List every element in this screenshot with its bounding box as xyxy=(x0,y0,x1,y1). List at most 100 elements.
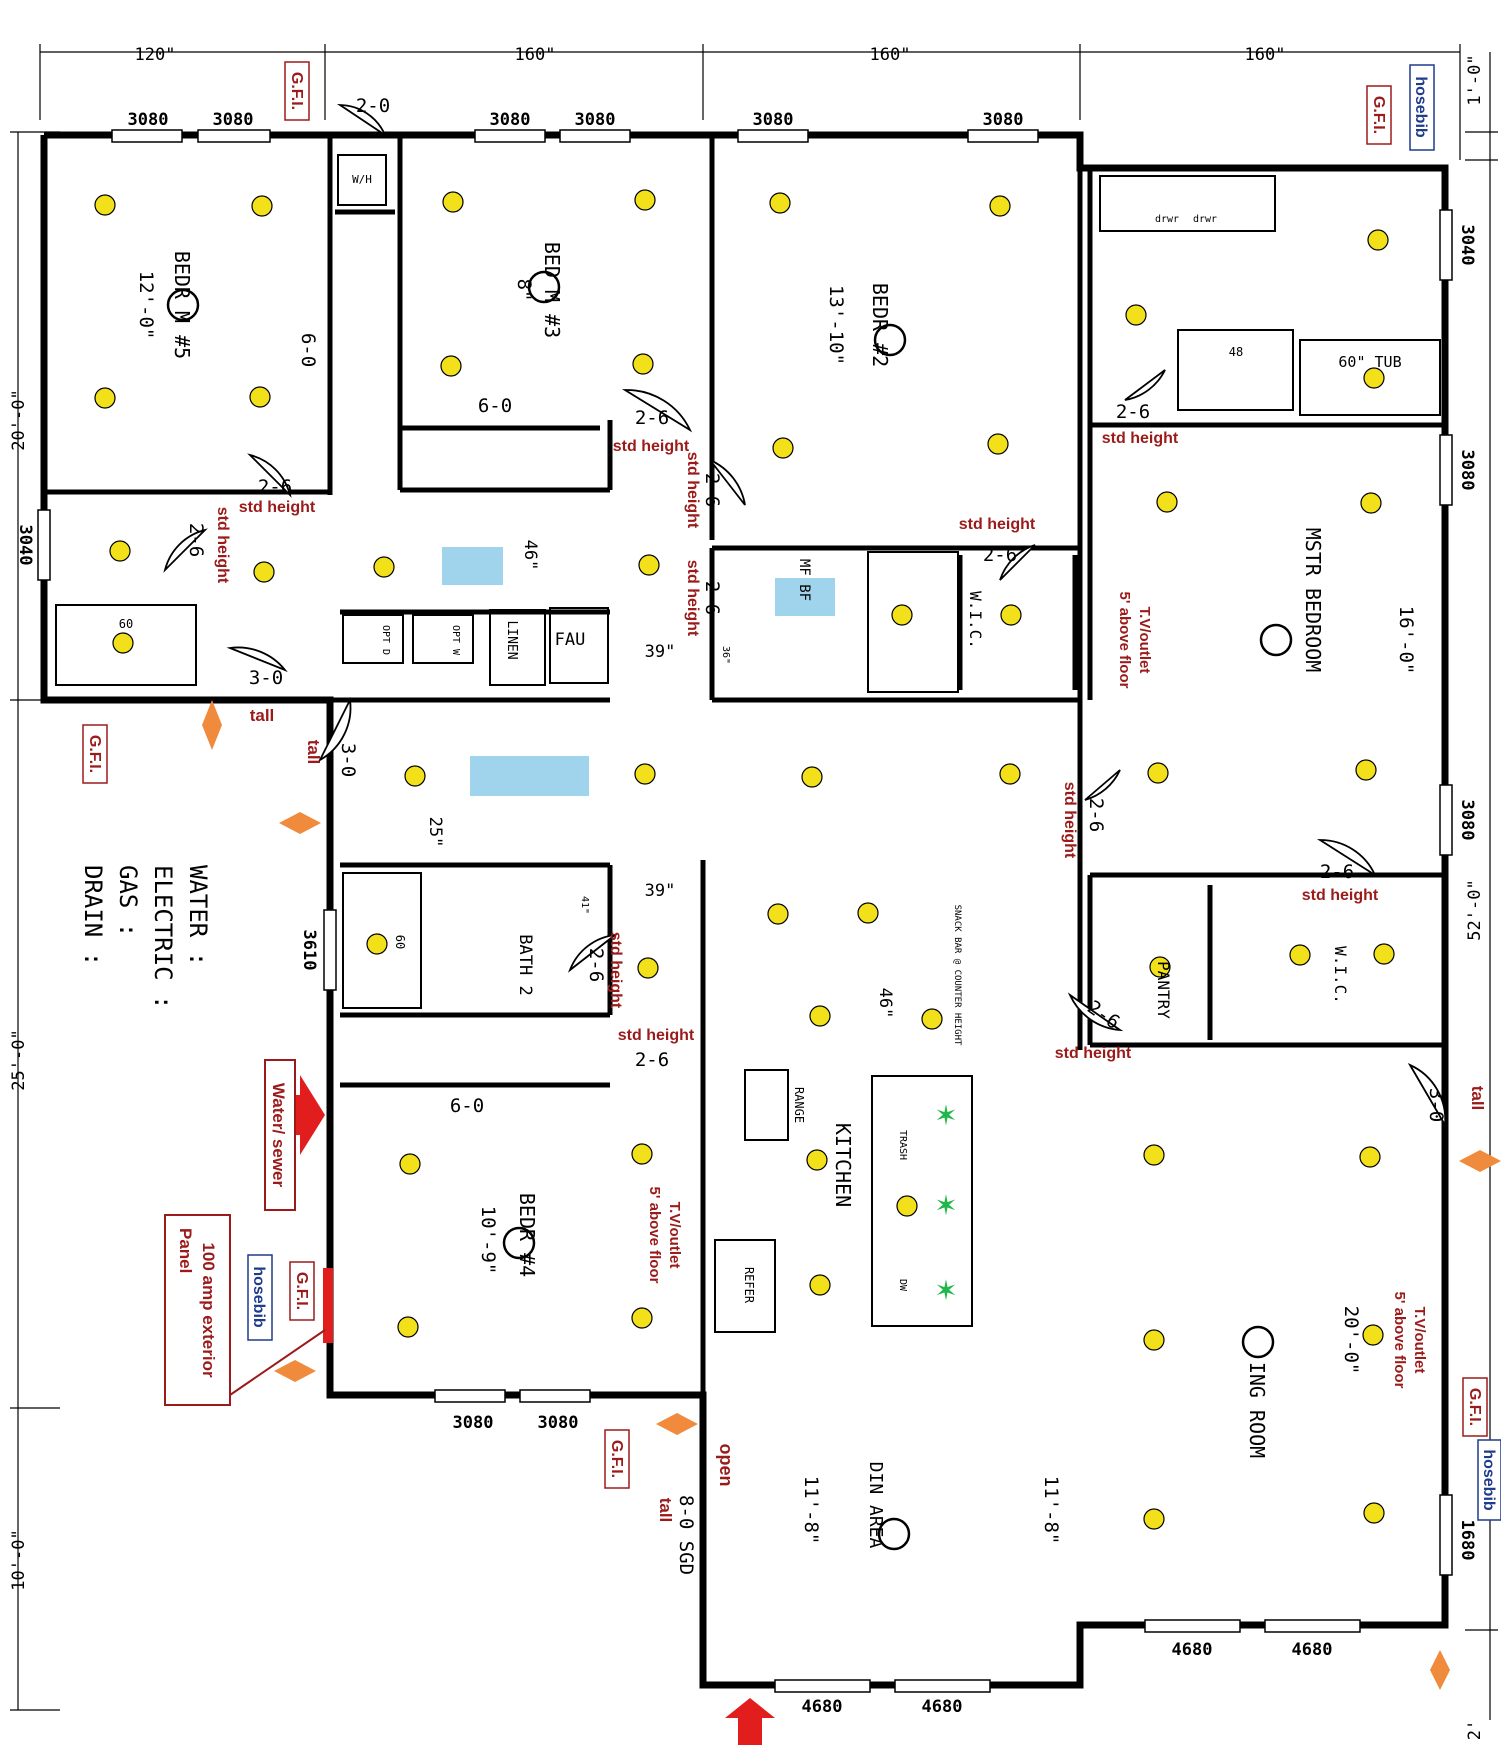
window-label: 3080 xyxy=(575,110,616,130)
tv-outlet-label: T.V/outlet xyxy=(666,1202,683,1269)
std-height-note: std height xyxy=(684,560,701,637)
fixture-boxes xyxy=(55,154,1441,1333)
room-master-bath: MF BF xyxy=(796,559,812,601)
gfi-label: G.F.I. xyxy=(608,1440,625,1478)
gfi-label: G.F.I. xyxy=(1466,1388,1483,1426)
window-label: 3080 xyxy=(753,110,794,130)
std-height-note: std height xyxy=(239,499,316,516)
tv-outlet-bed4: T.V/outlet 5' above floor xyxy=(646,1187,683,1284)
ceiling-lights xyxy=(94,189,1395,1530)
window-label: 3080 xyxy=(213,110,254,130)
hosebib-boxes xyxy=(247,64,1501,1521)
legend-item: DRAIN : xyxy=(79,865,107,966)
dim-top-3: 160" xyxy=(870,45,911,65)
fixture-snack: SNACK BAR @ COUNTER HEIGHT xyxy=(952,905,962,1046)
hosebib-label: hosebib xyxy=(1480,1449,1497,1511)
fixture-shower60b: 60 xyxy=(393,935,407,949)
room-dining-name: DIN AREA xyxy=(865,1462,886,1549)
legend-item: GAS : xyxy=(114,865,142,937)
svg-text:✶: ✶ xyxy=(934,1189,957,1222)
dim-36: 36" xyxy=(720,646,731,664)
std-height-note: std height xyxy=(613,438,690,455)
fixture-wh: W/H xyxy=(352,173,372,186)
windows xyxy=(37,129,1453,1693)
panel-box xyxy=(164,1214,231,1406)
door-label: 3-0 xyxy=(337,743,359,777)
std-height-note: std height xyxy=(1061,782,1078,859)
window-label: 3080 xyxy=(538,1413,579,1433)
std-height-note: std height xyxy=(1102,430,1179,447)
dim-46: 46" xyxy=(520,540,540,571)
window-label: 4680 xyxy=(922,1697,963,1717)
fixture-tub: 60" TUB xyxy=(1338,353,1401,371)
tall-note: tall xyxy=(304,740,323,765)
dim-top-2: 160" xyxy=(515,45,556,65)
door-label: 2-6 xyxy=(1320,861,1354,883)
gfi-labels xyxy=(82,61,1488,1489)
gfi-label: G.F.I. xyxy=(288,72,305,110)
std-height-note: std height xyxy=(618,1027,695,1044)
hvac-registers xyxy=(442,547,835,796)
room-living-dim: 20'-0" xyxy=(1340,1306,1362,1375)
dim-left-3: 10'-0" xyxy=(9,1529,29,1590)
svg-text:✶: ✶ xyxy=(934,1274,957,1307)
window-label: 3080 xyxy=(490,110,531,130)
gfi-label: G.F.I. xyxy=(1370,96,1387,134)
std-height-note: std height xyxy=(1302,887,1379,904)
tv-outlet-height: 5' above floor xyxy=(646,1187,663,1284)
room-kitchen-name: KITCHEN xyxy=(831,1123,855,1207)
std-height-note: std height xyxy=(684,452,701,529)
door-label: 2-6 xyxy=(701,581,723,615)
window-label: 3040 xyxy=(1457,225,1477,266)
room-master-name: MSTR BEDROOM xyxy=(1301,528,1325,673)
std-height-note: std height xyxy=(214,507,231,584)
room-bed3-name: BED M #3 xyxy=(540,242,564,338)
svg-text:✶: ✶ xyxy=(934,1099,957,1132)
panel-label-2: Panel xyxy=(176,1228,195,1273)
room-bed2-name: BEDR #2 xyxy=(868,283,892,367)
door-label: 2-6 xyxy=(983,544,1017,566)
gfi-label: G.F.I. xyxy=(293,1272,310,1310)
fixture-trash: TRASH xyxy=(897,1130,908,1160)
door-label: 6-0 xyxy=(478,395,512,417)
fixture-shower60: 60 xyxy=(119,617,133,631)
green-stars: ✶ ✶ ✶ xyxy=(934,1099,957,1307)
window-label: 4680 xyxy=(1172,1640,1213,1660)
tv-outlet-height: 5' above floor xyxy=(1391,1292,1408,1389)
room-pantry-name: PANTRY xyxy=(1154,961,1173,1019)
dim-left-1: 20'-0" xyxy=(9,389,29,450)
dim-46b: 46" xyxy=(875,988,895,1019)
door-label: 2-6 xyxy=(185,523,207,557)
hosebib-label: hosebib xyxy=(250,1266,267,1328)
tv-outlet-label: T.V/outlet xyxy=(1136,607,1153,674)
room-wic2: W.I.C. xyxy=(966,591,985,649)
dim-right-1: 1'-0" xyxy=(1465,54,1485,105)
door-label: 2-0 xyxy=(356,95,390,117)
door-label: 2-6 xyxy=(585,948,607,982)
legend-item: WATER : xyxy=(184,865,212,966)
room-bath2-name: BATH 2 xyxy=(515,934,535,995)
water-sewer-box xyxy=(264,1059,296,1211)
door-swings xyxy=(163,104,1447,1128)
dim-right-3: 2' xyxy=(1465,1720,1485,1740)
door-label: 3-0 xyxy=(1425,1088,1447,1122)
tall-note: tall xyxy=(656,1498,675,1523)
room-dining-dim-2: 11'-8" xyxy=(1040,1476,1062,1545)
legend-item: ELECTRIC : xyxy=(149,865,177,1010)
window-label: 3040 xyxy=(15,525,35,566)
dim-right-2: 52'-0" xyxy=(1465,879,1485,940)
tv-outlet-label: T.V/outlet xyxy=(1411,1307,1428,1374)
window-label: 3080 xyxy=(983,110,1024,130)
std-height-note: std height xyxy=(959,516,1036,533)
door-label: 2-6 xyxy=(258,476,292,498)
window-label: 4680 xyxy=(1292,1640,1333,1660)
tv-outlet-living: T.V/outlet 5' above floor xyxy=(1391,1292,1428,1389)
room-wic-master: W.I.C. xyxy=(1331,946,1350,1004)
window-label: 1680 xyxy=(1457,1520,1477,1561)
open-note: open xyxy=(716,1444,736,1487)
dim-25: 25" xyxy=(425,817,445,848)
fixture-opt-d: OPT D xyxy=(380,625,391,655)
interior-walls xyxy=(41,135,1445,1395)
door-label: 6-0 xyxy=(297,333,319,367)
